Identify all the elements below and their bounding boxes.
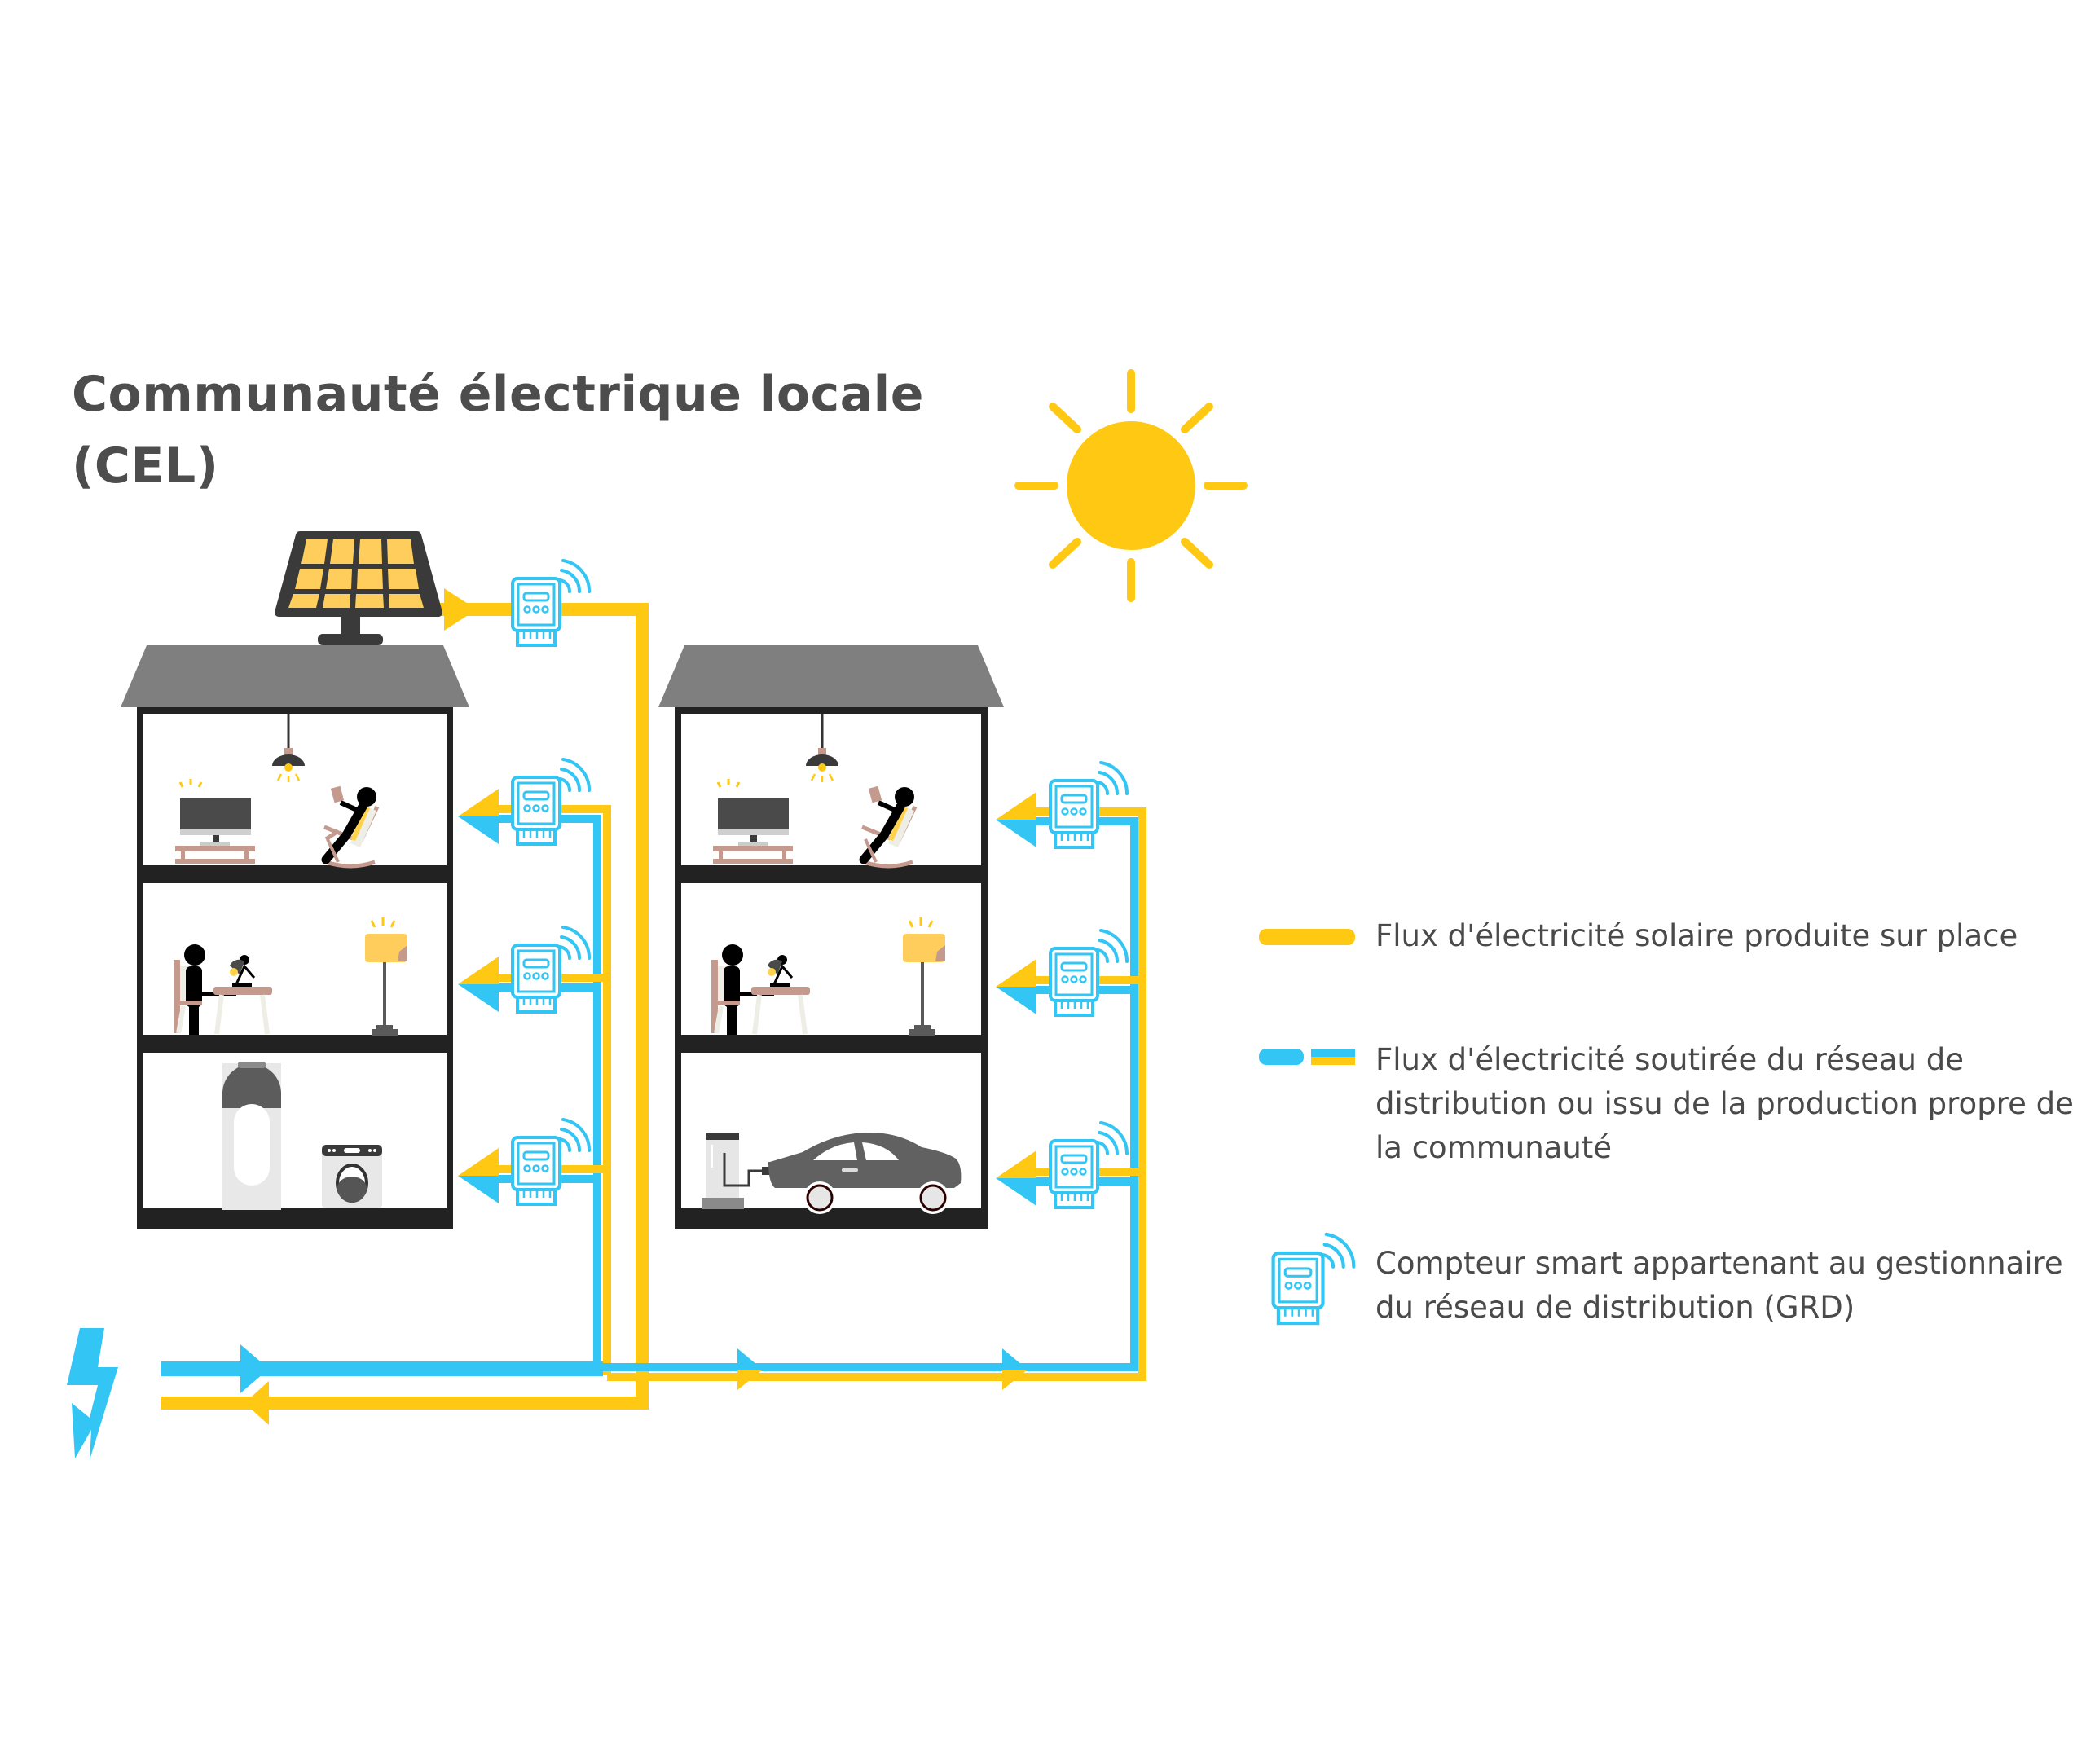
tv-icon <box>713 779 793 864</box>
sun-icon <box>1014 369 1248 602</box>
lightning-bolt-icon <box>67 1328 118 1460</box>
solar-flow-arrow <box>444 588 477 631</box>
person-desk-icon <box>174 944 272 1035</box>
water-heater-icon <box>222 1062 281 1210</box>
ev-charger-icon <box>702 1133 773 1209</box>
floor-lamp-icon <box>903 917 945 1036</box>
right-arrowheads <box>996 792 1036 1206</box>
page-title: Communauté électrique locale (CEL) <box>72 359 924 502</box>
smart-meter-icon <box>511 758 592 846</box>
solar-panel-icon <box>275 531 442 645</box>
smart-meter-icon <box>1049 1121 1129 1209</box>
pendant-lamp-icon <box>272 714 305 782</box>
pendant-lamp-icon <box>806 714 838 782</box>
smart-meter-icon <box>511 926 592 1014</box>
legend-item-smart-meter: Compteur smart appartenant au gestionnai… <box>1375 1246 2063 1325</box>
title-line-1: Communauté électrique locale <box>72 366 924 423</box>
building-left <box>121 645 469 1229</box>
tv-icon <box>175 779 255 864</box>
floor-lamp-icon <box>365 917 407 1036</box>
left-arrowheads <box>458 789 499 1203</box>
title-line-2: (CEL) <box>72 438 219 495</box>
person-desk-icon <box>711 944 810 1035</box>
person-rocking-chair-icon <box>321 785 380 869</box>
smart-meter-icon <box>1049 929 1129 1017</box>
roof-left <box>121 645 469 707</box>
car-icon <box>768 1133 962 1214</box>
legend-swatch-solar <box>1259 929 1355 945</box>
smart-meter-icon <box>1049 761 1129 849</box>
legend-item-solar-flow: Flux d'électricité solaire produite sur … <box>1375 918 2018 953</box>
building-right <box>658 645 1004 1229</box>
legend-item-grid-flow: Flux d'électricité soutirée du réseau de… <box>1375 1042 2074 1165</box>
washing-machine-icon <box>322 1145 382 1208</box>
person-rocking-chair-icon <box>859 785 918 869</box>
solar-return-arrow <box>244 1381 269 1425</box>
roof-right <box>658 645 1004 707</box>
grid-flow-arrow <box>240 1344 269 1393</box>
smart-meter-icon <box>511 1118 592 1206</box>
legend-meter-icon <box>1274 1234 1354 1323</box>
legend-swatch-grid <box>1259 1049 1355 1065</box>
